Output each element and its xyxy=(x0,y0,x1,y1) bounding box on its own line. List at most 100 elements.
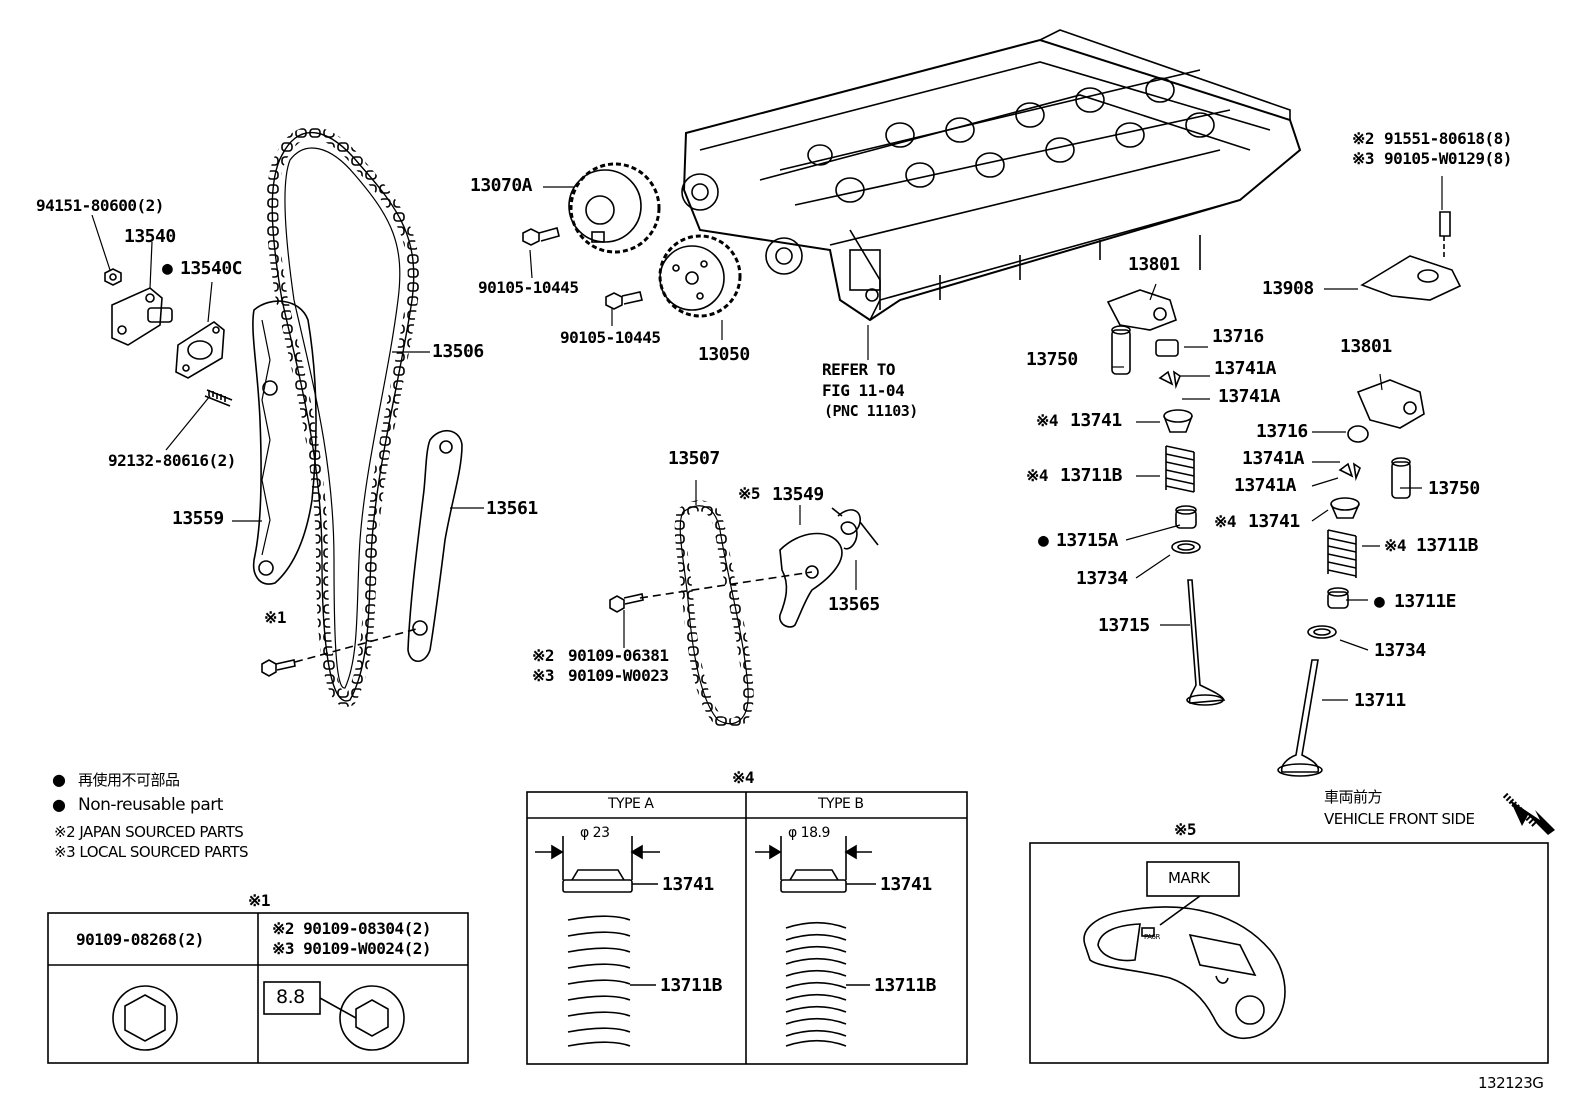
note1-marker: ※1 xyxy=(264,608,287,627)
cam-sprocket-13050 xyxy=(658,234,742,318)
box4-seat-label-a: 13741 xyxy=(662,874,714,895)
label-13506: 13506 xyxy=(432,341,484,362)
balancer-chain-13507 xyxy=(674,500,754,730)
label-13741A-b: 13741A xyxy=(1218,386,1281,407)
label-13741A-d: 13741A xyxy=(1234,475,1297,496)
front-arrow-icon xyxy=(1502,792,1555,835)
note2-marker-b: ※2 xyxy=(1352,129,1375,148)
cylinder-head-drawing xyxy=(681,29,1302,322)
label-90105-a: 90105-10445 xyxy=(478,278,579,297)
spring-13711Ba xyxy=(1165,445,1195,493)
seat-13734a xyxy=(1171,540,1201,554)
seal-13711E xyxy=(1327,587,1349,609)
refer-line1: REFER TO xyxy=(822,360,896,379)
tensioner-arm-13549 xyxy=(779,532,843,628)
refer-line2: FIG 11-04 xyxy=(822,381,905,400)
label-13750-a: 13750 xyxy=(1026,349,1078,370)
gasket-13540C xyxy=(175,321,225,379)
front-en: VEHICLE FRONT SIDE xyxy=(1324,810,1475,828)
legend-en: Non-reusable part xyxy=(78,795,223,815)
keepers-13741Aa xyxy=(1158,370,1181,390)
label-13741-b: 13741 xyxy=(1248,511,1300,532)
socket-bolt-head-icon xyxy=(263,981,405,1051)
box4-type-a: TYPE A xyxy=(608,796,654,812)
seat-typeb xyxy=(780,869,876,893)
front-jp: 車両前方 xyxy=(1324,788,1383,806)
rocker-arm-13801a xyxy=(1106,289,1177,331)
label-13050: 13050 xyxy=(698,344,750,365)
box4-spring-label-b: 13711B xyxy=(874,975,937,996)
box5-stamp-text: PA6R xyxy=(1144,933,1160,941)
box4-seat-label-b: 13741 xyxy=(880,874,932,895)
label-13716-b: 13716 xyxy=(1256,421,1308,442)
spring-typea xyxy=(567,915,656,1047)
label-13715A: 13715A xyxy=(1056,530,1119,551)
non-reusable-dot-icon: ● xyxy=(1038,530,1049,551)
label-13734-a: 13734 xyxy=(1076,568,1128,589)
label-90105-b: 90105-10445 xyxy=(560,328,661,347)
label-13741A-a: 13741A xyxy=(1214,358,1277,379)
label-91551: 91551-80618(8) xyxy=(1384,129,1512,148)
seat-typea xyxy=(562,869,658,893)
spring-typeb xyxy=(785,921,870,1047)
note3-marker-a: ※3 xyxy=(532,666,555,685)
box4-type-b: TYPE B xyxy=(818,796,864,812)
box1-grade-mark: 8.8 xyxy=(276,986,305,1008)
keepers-13741Ac xyxy=(1338,462,1361,482)
non-reusable-dot-icon: ● xyxy=(1374,591,1385,612)
label-13711: 13711 xyxy=(1354,690,1406,711)
box1-right-part-2: ※3 90109-W0024(2) xyxy=(272,939,432,958)
figure-id: 132123G xyxy=(1478,1074,1544,1092)
shim-13716b xyxy=(1347,425,1369,443)
hex-bolt-head-icon xyxy=(112,985,178,1051)
legend-japan: ※2 JAPAN SOURCED PARTS xyxy=(54,823,244,841)
label-13070A: 13070A xyxy=(470,175,533,196)
box4-diameter-a: φ 23 xyxy=(580,825,610,841)
cam-sprocket-13070A xyxy=(568,162,661,254)
bolt-90105-b xyxy=(605,291,643,310)
shim-13716a xyxy=(1155,339,1179,357)
label-13908: 13908 xyxy=(1262,278,1314,299)
label-13801-a: 13801 xyxy=(1128,254,1180,275)
label-90109-b: 90109-W0023 xyxy=(568,666,669,685)
box4-diameter-b: φ 18.9 xyxy=(788,825,830,841)
bolt-note1 xyxy=(261,627,421,677)
note2-marker-a: ※2 xyxy=(532,646,555,665)
spring-13565 xyxy=(831,507,879,550)
legend-dot-icon: ● xyxy=(52,795,66,814)
bolt-90105-a xyxy=(522,227,560,246)
tensioner-arm-mark-drawing xyxy=(1083,895,1286,1040)
label-13741-a: 13741 xyxy=(1070,410,1122,431)
note4-marker-d: ※4 xyxy=(1384,536,1407,555)
label-92132: 92132-80616(2) xyxy=(108,451,236,470)
bolt-90109 xyxy=(609,593,644,613)
label-13549: 13549 xyxy=(772,484,824,505)
chain-slipper-13559 xyxy=(252,300,317,585)
label-13540C: 13540C xyxy=(180,258,243,279)
bracket-13908 xyxy=(1360,211,1462,301)
retainer-13741a xyxy=(1163,409,1193,433)
box5-mark-label: MARK xyxy=(1168,869,1210,887)
label-13801-b: 13801 xyxy=(1340,336,1392,357)
label-13565: 13565 xyxy=(828,594,880,615)
lash-adjuster-13750b xyxy=(1391,457,1411,499)
note4-marker-b: ※4 xyxy=(1026,466,1049,485)
note5-marker: ※5 xyxy=(738,484,761,503)
box5-title: ※5 xyxy=(1174,820,1197,839)
box1-left-part: 90109-08268(2) xyxy=(76,930,204,949)
note4-marker-a: ※4 xyxy=(1036,411,1059,430)
dimension-a xyxy=(535,836,660,880)
box1-right-part-1: ※2 90109-08304(2) xyxy=(272,919,432,938)
legend-local: ※3 LOCAL SOURCED PARTS xyxy=(54,843,248,861)
label-13559: 13559 xyxy=(172,508,224,529)
label-94151: 94151-80600(2) xyxy=(36,196,164,215)
label-13716-a: 13716 xyxy=(1212,326,1264,347)
label-90105-W0129: 90105-W0129(8) xyxy=(1384,149,1512,168)
chain-guide-13561 xyxy=(407,430,463,663)
timing-chain-13506 xyxy=(266,126,420,707)
valve-13711 xyxy=(1277,659,1323,777)
spring-13711Bb xyxy=(1327,529,1357,578)
label-13711B-b: 13711B xyxy=(1416,535,1479,556)
retainer-13741b xyxy=(1330,497,1360,519)
